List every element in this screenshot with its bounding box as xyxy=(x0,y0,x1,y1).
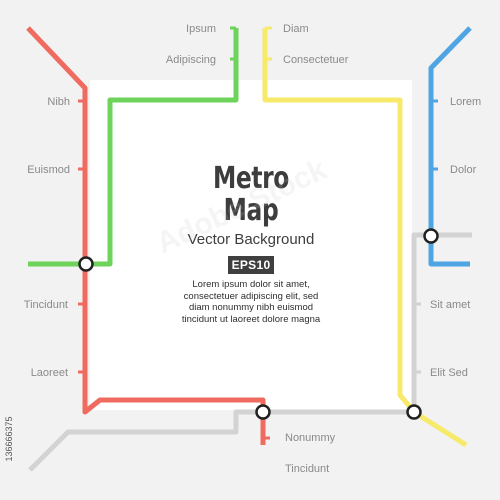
station-label-nonummy: Nonummy xyxy=(285,432,336,444)
station-label-elit-sed: Elit Sed xyxy=(430,367,468,379)
interchange-station-bottom-right[interactable] xyxy=(406,404,422,420)
gray-line-bottom xyxy=(28,409,414,472)
stock-id-text: 136666375 xyxy=(4,416,14,462)
yellow-line xyxy=(262,28,468,448)
eps-badge: EPS10 xyxy=(227,256,275,274)
station-label-ipsum: Ipsum xyxy=(186,23,216,35)
station-label-diam: Diam xyxy=(283,23,309,35)
station-label-lorem: Lorem xyxy=(450,96,481,108)
station-label-sit-amet: Sit amet xyxy=(430,299,470,311)
body-line: tincidunt ut laoreet dolore magna xyxy=(181,313,321,325)
interchange-station-right[interactable] xyxy=(423,228,439,244)
center-panel xyxy=(90,80,412,410)
gray-line-right xyxy=(411,232,472,412)
body-line: Lorem ipsum dolor sit amet, xyxy=(192,279,310,290)
station-label-consectetuer: Consectetuer xyxy=(283,54,349,66)
station-label-tincidunt-bottom: Tincidunt xyxy=(285,463,329,475)
stock-id: 136666375 xyxy=(4,390,14,490)
body-line: diam nonummy nibh euismod xyxy=(188,302,314,313)
station-label-euismod: Euismod xyxy=(27,164,70,176)
station-label-laoreet: Laoreet xyxy=(31,367,68,379)
title-line-1: Metro xyxy=(212,161,290,196)
title-line-2: Map xyxy=(223,193,279,228)
station-label-nibh: Nibh xyxy=(47,96,70,108)
interchange-station-left[interactable] xyxy=(78,256,94,272)
station-label-tincidunt-left: Tincidunt xyxy=(24,299,68,311)
interchange-station-bottom-center[interactable] xyxy=(255,404,271,420)
body-line: consectetuer adipiscing elit, sed xyxy=(183,290,319,302)
station-label-dolor: Dolor xyxy=(450,164,477,176)
title-block: Metro Map Vector Background EPS10 Lorem … xyxy=(90,163,412,325)
blue-line xyxy=(428,26,472,267)
subtitle: Vector Background xyxy=(187,231,315,248)
station-label-adipiscing: Adipiscing xyxy=(166,54,216,66)
body-text: Lorem ipsum dolor sit amet, consectetuer… xyxy=(90,279,412,325)
